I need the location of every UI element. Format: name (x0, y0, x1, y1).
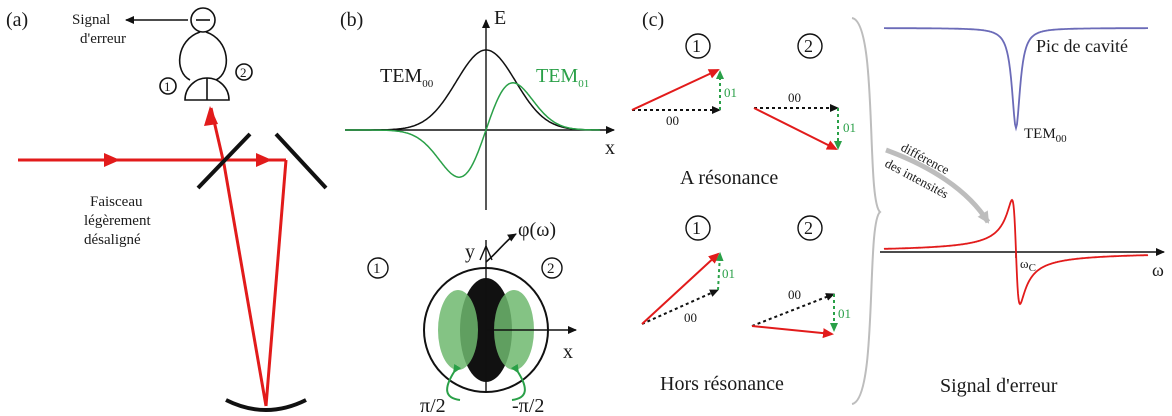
panel-a-label: (a) (6, 9, 28, 31)
panel-b: (b) E x TEM00 TEM01 y x (340, 7, 615, 416)
panel-c-label: (c) (642, 9, 664, 31)
beam-cross-section (367, 233, 577, 401)
detector-2-number: 2 (240, 65, 247, 80)
tem00-curve (345, 49, 600, 131)
off1-vector-00 (641, 289, 719, 325)
res2-label-01: 01 (843, 120, 856, 135)
off-case-1-circle (685, 215, 711, 241)
res-case-2-number: 2 (804, 36, 813, 56)
tem01-lobe-left (438, 290, 478, 370)
cavity-tem00-label: TEM00 (1024, 126, 1067, 145)
res-case-1-number: 1 (692, 36, 701, 56)
off2-vector-sum (751, 325, 834, 339)
off-case-1-number: 1 (692, 218, 701, 238)
off-case-2-circle (797, 215, 823, 241)
res-case-2-circle (797, 33, 823, 59)
curved-mirror (225, 398, 307, 412)
off2-label-01: 01 (838, 306, 851, 321)
signal-label-line1: Signal (72, 12, 110, 28)
signal-label-line2: d'erreur (80, 31, 126, 47)
cavity-peak-curve (884, 27, 1148, 132)
difference-arrow (885, 147, 991, 224)
beam-direction-arrow-2 (256, 153, 272, 167)
detector-wire-right (205, 31, 228, 81)
res2-vector-sum (753, 107, 838, 150)
off1-label-01: 01 (722, 266, 735, 281)
error-signal-label: Signal d'erreur (940, 375, 1058, 397)
detector-1-number: 1 (164, 79, 171, 94)
panel-b-label: (b) (340, 9, 363, 31)
panel-a: (a) Signal d'erreur 1 2 (6, 7, 328, 412)
off2-label-00: 00 (788, 287, 801, 302)
x-axis-2-label: x (563, 341, 573, 363)
e-axis-label: E (494, 7, 506, 29)
differential-detector (159, 7, 253, 101)
cavity-leg-left (222, 163, 268, 407)
beam-label-line2: légèrement (84, 213, 151, 229)
off-resonance-label: Hors résonance (660, 373, 784, 395)
phase-left-arrow (446, 363, 462, 401)
error-signal-curve (883, 198, 1149, 306)
off1-vector-01 (715, 252, 724, 291)
cavity-leg-right (264, 159, 288, 407)
transmitted-arrow (204, 106, 218, 126)
phase-right-label: -π/2 (512, 395, 544, 416)
output-mirror (274, 132, 328, 190)
curly-brace (851, 17, 882, 405)
tem01-curve (345, 82, 600, 178)
detector-wire-left (178, 31, 201, 81)
beam-label-line3: désaligné (84, 232, 141, 248)
res2-label-00: 00 (788, 90, 801, 105)
subtractor-circle (190, 7, 216, 33)
panel-c: (c) 1 2 1 2 00 01 00 01 A résonance 00 0… (631, 9, 1165, 405)
input-mirror (196, 132, 252, 190)
quadrant-2-number: 2 (547, 261, 555, 277)
phase-right-arrow (510, 363, 526, 401)
omega-axis-label: ω (1152, 260, 1164, 280)
off-case-2-number: 2 (804, 218, 813, 238)
omega-c-label: ωC (1020, 256, 1036, 274)
quadrant-1-circle (367, 257, 389, 279)
tem01-label: TEM01 (536, 65, 589, 90)
off1-label-00: 00 (684, 310, 697, 325)
res-case-1-circle (685, 33, 711, 59)
detector-2-circle (235, 63, 253, 81)
y-axis-2-label: y (465, 241, 475, 263)
resonance-label: A résonance (680, 167, 778, 189)
res1-vector-sum (631, 69, 720, 111)
res1-label-01: 01 (724, 85, 737, 100)
beam-label-line1: Faisceau (90, 194, 143, 210)
res1-label-00: 00 (666, 113, 679, 128)
detector-1-circle (159, 77, 177, 95)
off2-vector-00 (751, 293, 835, 327)
beam-direction-arrow-1 (104, 153, 120, 167)
phi-label: φ(ω) (518, 219, 556, 241)
quadrant-1-number: 1 (373, 261, 381, 277)
cavity-peak-label: Pic de cavité (1036, 36, 1128, 56)
phase-left-label: π/2 (420, 395, 446, 416)
quadrant-2-circle (541, 257, 563, 279)
tem00-label: TEM00 (380, 65, 434, 90)
x-axis-label: x (605, 137, 615, 159)
phase-arrow (485, 233, 517, 263)
off1-vector-sum (641, 252, 720, 325)
